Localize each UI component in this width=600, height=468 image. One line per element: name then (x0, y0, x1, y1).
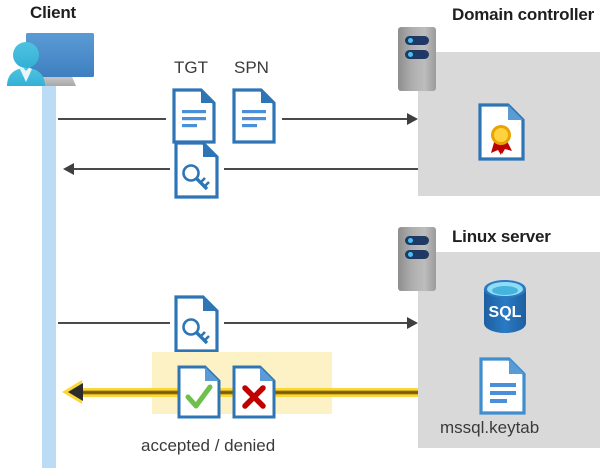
label-tgt: TGT (174, 58, 208, 77)
rack-led-row (405, 36, 429, 45)
client-lifeline (42, 70, 56, 468)
flow-arrowhead-present (407, 317, 418, 329)
page-title-domain-controller: Domain controller (452, 5, 595, 24)
text-document-icon (172, 88, 216, 144)
flow-line-present-right (224, 322, 408, 324)
denied-document-icon (232, 365, 276, 419)
rack-led-row (405, 236, 429, 245)
sql-label: SQL (489, 304, 522, 321)
flow-line-request-right (282, 118, 408, 120)
text-document-icon (232, 88, 276, 144)
page-title-linux-server: Linux server (452, 227, 551, 246)
server-rack-icon (398, 27, 436, 91)
flow-line-present-left (58, 322, 170, 324)
rack-led-row (405, 250, 429, 259)
label-accepted-denied: accepted / denied (141, 436, 276, 455)
server-rack-icon (398, 227, 436, 291)
keytab-document-icon (479, 357, 527, 415)
flow-arrowhead-request (407, 113, 418, 125)
sql-database-icon: SQL (478, 277, 532, 335)
key-document-icon (174, 295, 220, 353)
certificate-document-icon (478, 103, 526, 161)
label-spn: SPN (234, 58, 269, 77)
flow-arrowhead-result (68, 383, 83, 401)
key-document-icon (174, 141, 220, 199)
label-keytab-file: mssql.keytab (440, 418, 540, 437)
flow-line-request-left (58, 118, 166, 120)
accepted-document-icon (177, 365, 221, 419)
user-workstation-icon (2, 24, 102, 100)
rack-led-row (405, 50, 429, 59)
flow-line-ticket-left (74, 168, 170, 170)
flow-arrowhead-ticket (63, 163, 74, 175)
flow-line-ticket-right (224, 168, 418, 170)
page-title-client: Client (30, 3, 77, 22)
